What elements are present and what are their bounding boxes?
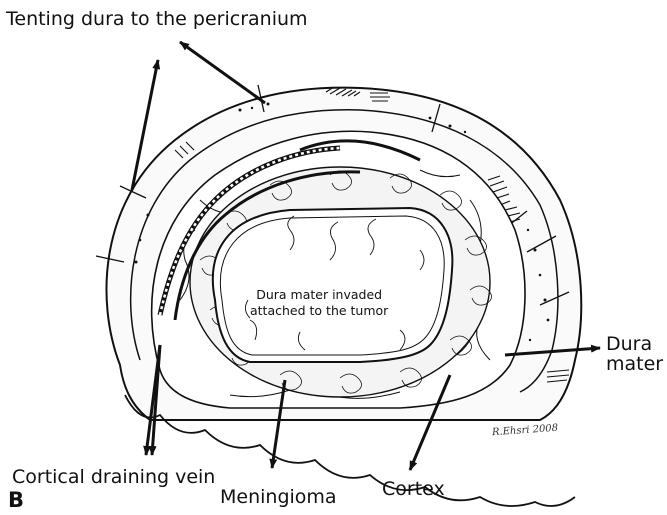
dura-mater-label-line1: Dura [606, 335, 663, 355]
inner-dura [213, 208, 453, 362]
dura-mater-label: Dura mater [606, 335, 663, 375]
invaded-dura-label-line1: Dura mater invaded [250, 287, 388, 303]
cortex-label: Cortex [382, 480, 445, 499]
invaded-dura-label-line2: attached to the tumor [250, 303, 388, 319]
panel-letter: B [8, 490, 24, 511]
cortical-draining-vein-label: Cortical draining vein [12, 468, 215, 487]
dura-mater-label-line2: mater [606, 355, 663, 375]
meningioma-label: Meningioma [220, 488, 337, 507]
invaded-dura-label: Dura mater invaded attached to the tumor [250, 287, 388, 318]
tenting-dura-label: Tenting dura to the pericranium [6, 10, 308, 29]
